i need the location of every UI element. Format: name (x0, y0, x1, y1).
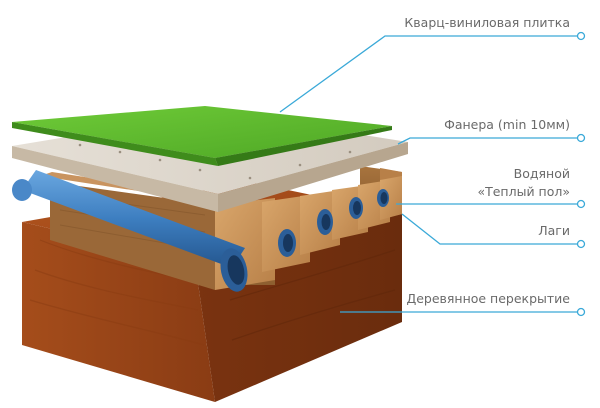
label-plywood: Фанера (min 10мм) (444, 117, 570, 132)
endpoint-vinyl (576, 31, 586, 41)
vinyl-tile-layer (12, 106, 392, 166)
heated-floor-pipes (12, 170, 389, 292)
label-wood-slab: Деревянное перекрытие (406, 291, 570, 306)
label-heated-floor: Водяной «Теплый пол» (477, 165, 570, 201)
endpoint-heated (576, 199, 586, 209)
endpoint-slab (576, 307, 586, 317)
leader-plywood (397, 137, 578, 145)
endpoint-plywood (576, 133, 586, 143)
leader-joists (401, 213, 578, 245)
callout-endpoints (576, 31, 586, 317)
endpoint-joists (576, 239, 586, 249)
label-vinyl-tile: Кварц-виниловая плитка (404, 15, 570, 30)
leader-vinyl (279, 35, 578, 113)
label-heated-floor-line1: Водяной (513, 166, 570, 181)
callout-leaders (279, 35, 578, 313)
label-joists: Лаги (538, 223, 570, 238)
label-heated-floor-line2: «Теплый пол» (477, 184, 570, 199)
